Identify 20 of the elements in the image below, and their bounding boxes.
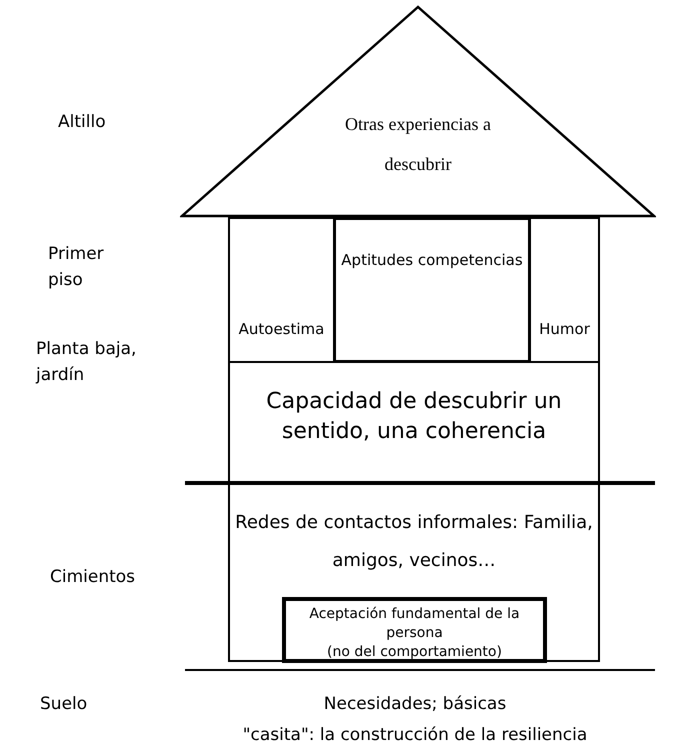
level-label: Cimientos — [50, 566, 136, 589]
room-text: (no del comportamiento) — [326, 642, 503, 662]
ground-label: Necesidades; básicas — [322, 693, 508, 716]
roof-triangle — [180, 5, 656, 218]
caption: "casita": la construcción de la resiliencia — [242, 724, 588, 746]
roof-text: Otras experiencias a descubrir — [344, 113, 492, 176]
level-label: Suelo — [40, 693, 88, 716]
level-label: Planta baja, jardín — [36, 338, 138, 386]
inner-box — [282, 597, 547, 663]
room-text: Aceptación fundamental de la persona — [308, 605, 521, 643]
room-box — [228, 217, 335, 363]
level-label: Altillo — [58, 111, 107, 134]
level-label: Primer piso — [48, 243, 105, 292]
room-text: Humor — [538, 319, 591, 340]
room-text: Capacidad de descubrir un sentido, una coherencia — [265, 388, 563, 446]
room-text: Aptitudes competencias — [340, 250, 524, 270]
room-box — [333, 217, 531, 363]
room-text: Redes de contactos informales: Familia, amigos, vecinos… — [234, 511, 594, 573]
room-text: Autoestima — [238, 319, 326, 340]
room-box — [529, 217, 600, 363]
